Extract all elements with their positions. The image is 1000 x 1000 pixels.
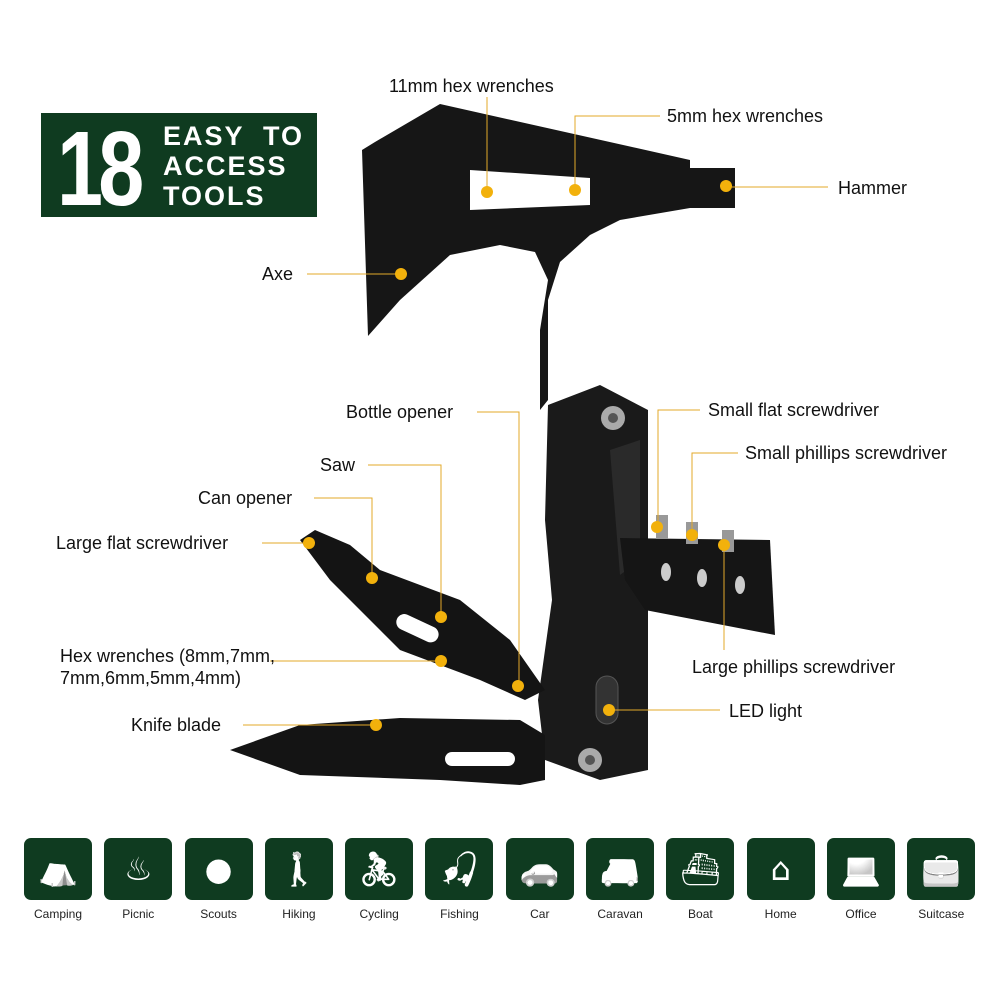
use-label: Car (530, 907, 550, 921)
person-icon: ● (184, 838, 253, 900)
label-axe: Axe (262, 264, 294, 284)
label-led: LED light (729, 701, 803, 721)
use-home: ⌂ Home (746, 838, 815, 921)
label-large-flat: Large flat screwdriver (56, 533, 229, 553)
use-label: Picnic (122, 907, 155, 921)
use-label: Fishing (440, 907, 479, 921)
hiker-icon: 🚶 (264, 838, 333, 900)
label-large-phillips: Large phillips screwdriver (692, 657, 896, 677)
use-car: 🚗 Car (505, 838, 574, 921)
leader-lines (243, 97, 828, 726)
use-office: 💻 Office (826, 838, 895, 921)
badge-number: 18 (57, 110, 144, 228)
cyclist-icon: 🚴 (345, 838, 414, 900)
house-icon: ⌂ (746, 838, 815, 900)
use-label: Home (764, 907, 797, 921)
car-icon: 🚗 (505, 838, 574, 900)
use-case-icons: ⛺ Camping ♨ Picnic ● Scouts 🚶 Hiking 🚴 Cycling 🎣 Fi… (24, 838, 976, 921)
boat-icon: ⛴ (666, 838, 735, 900)
knife-blade (230, 718, 545, 785)
label-small-phillips: Small phillips screwdriver (745, 443, 948, 463)
label-hammer: Hammer (838, 178, 908, 198)
use-label: Caravan (597, 907, 643, 921)
use-label: Boat (688, 907, 713, 921)
badge-text: EASY TO ACCESS TOOLS (163, 121, 305, 211)
use-picnic: ♨ Picnic (104, 838, 173, 921)
callout-dots (303, 180, 732, 731)
use-camping: ⛺ Camping (24, 838, 92, 921)
use-boat: ⛴ Boat (666, 838, 735, 921)
multi-tool-arm (300, 530, 545, 700)
label-knife: Knife blade (131, 715, 222, 735)
tent-icon: ⛺ (24, 838, 92, 900)
use-label: Office (845, 907, 877, 921)
label-5mm-hex: 5mm hex wrenches (667, 106, 824, 126)
label-small-flat: Small flat screwdriver (708, 400, 880, 420)
use-fishing: 🎣 Fishing (425, 838, 494, 921)
label-hex-wrenches-1: Hex wrenches (8mm,7mm, (60, 646, 276, 666)
bit-holder (620, 538, 775, 635)
label-bottle-opener: Bottle opener (346, 402, 454, 422)
tool-count-badge: 18 EASY TO ACCESS TOOLS (41, 110, 317, 228)
briefcase-icon: 💼 (907, 838, 976, 900)
use-suitcase: 💼 Suitcase (907, 838, 976, 921)
use-label: Scouts (200, 907, 237, 921)
van-icon: 🚐 (586, 838, 655, 900)
use-label: Hiking (282, 907, 316, 921)
use-scouts: ● Scouts (184, 838, 253, 921)
label-saw: Saw (320, 455, 356, 475)
use-label: Suitcase (918, 907, 965, 921)
use-caravan: 🚐 Caravan (586, 838, 655, 921)
label-11mm-hex: 11mm hex wrenches (389, 76, 554, 96)
grill-icon: ♨ (104, 838, 173, 900)
axe-head (362, 104, 735, 410)
desk-icon: 💻 (826, 838, 895, 900)
use-label: Camping (33, 907, 83, 921)
use-cycling: 🚴 Cycling (345, 838, 414, 921)
use-label: Cycling (359, 907, 399, 921)
fisherman-icon: 🎣 (425, 838, 494, 900)
use-hiking: 🚶 Hiking (264, 838, 333, 921)
label-hex-wrenches-2: 7mm,6mm,5mm,4mm) (60, 668, 241, 688)
label-can-opener: Can opener (198, 488, 293, 508)
